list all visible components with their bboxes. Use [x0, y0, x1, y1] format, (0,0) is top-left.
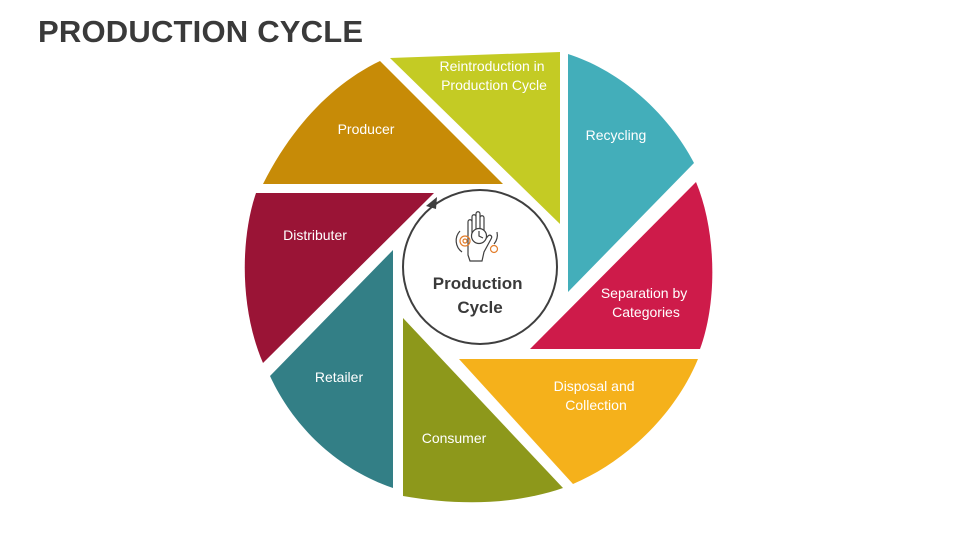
segment-label-line: Separation by	[601, 285, 687, 301]
segment-label: Consumer	[422, 430, 487, 446]
center-label: Production Cycle	[433, 274, 527, 317]
segment-label-line: Collection	[565, 397, 626, 413]
segment-label-line: Categories	[612, 304, 680, 320]
segment-label: Reintroduction in Production Cycle	[440, 58, 549, 93]
segment-label-line: Reintroduction in	[440, 58, 545, 74]
center-label-line: Production	[433, 274, 523, 293]
segment-distributer	[244, 193, 434, 363]
segment-label: Separation by Categories	[601, 285, 691, 320]
segment-consumer	[403, 318, 563, 503]
segment-label: Distributer	[283, 227, 347, 243]
page-title: PRODUCTION CYCLE	[38, 14, 364, 49]
center-circle	[402, 189, 558, 345]
segment-producer	[263, 61, 503, 184]
segment-label: Recycling	[586, 127, 647, 143]
segment-label: Retailer	[315, 369, 364, 385]
center-label-line: Cycle	[457, 298, 502, 317]
cycle-arrowhead-icon	[426, 197, 437, 209]
segment-retailer	[270, 250, 393, 488]
segment-label-line: Disposal and	[554, 378, 635, 394]
segment-label-line: Production Cycle	[441, 77, 547, 93]
segment-recycling	[568, 54, 694, 292]
segment-reintroduction	[390, 52, 560, 224]
gear-hand-clock-icon	[455, 211, 499, 262]
segment-disposal	[459, 359, 698, 484]
segment-label: Producer	[338, 121, 395, 137]
segment-separation	[530, 182, 713, 349]
segment-label: Disposal and Collection	[554, 378, 639, 413]
